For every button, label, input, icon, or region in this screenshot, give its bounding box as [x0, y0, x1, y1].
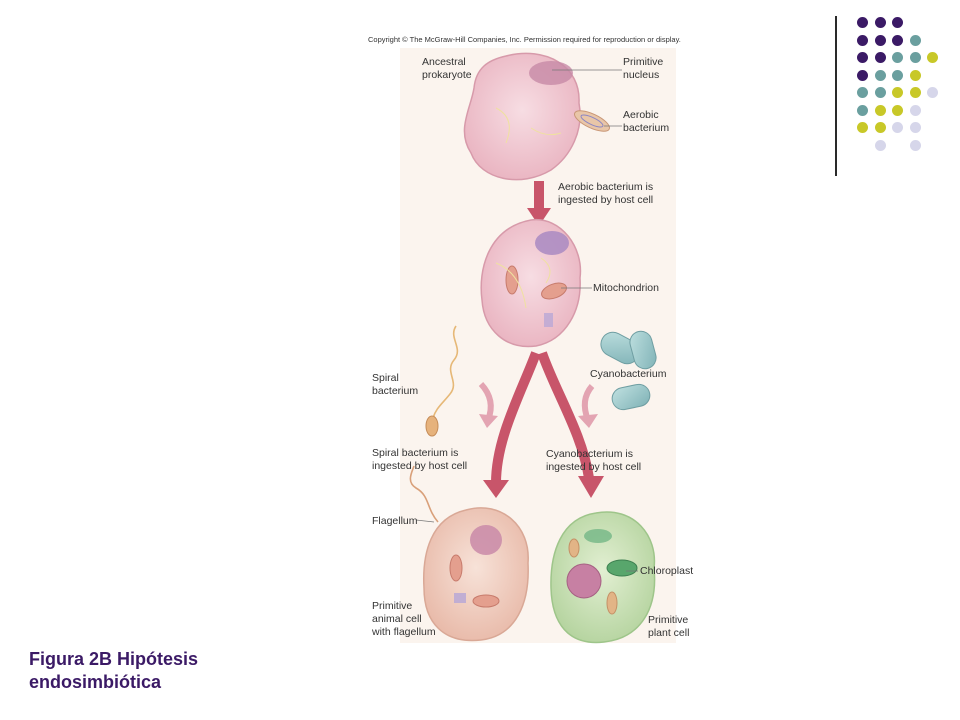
- label-aerobic-bacterium: Aerobic bacterium: [623, 109, 670, 134]
- label-spiral-ingested: Spiral bacterium is ingested by host cel…: [372, 447, 468, 472]
- label-mitochondrion: Mitochondrion: [593, 282, 659, 294]
- cyanobacterium-shape-3: [611, 383, 651, 411]
- divider-line: [835, 16, 837, 176]
- arrow-ingestion-shaft-1: [534, 181, 544, 211]
- label-cyanobacterium: Cyanobacterium: [590, 368, 667, 380]
- decorative-dot: [874, 122, 886, 133]
- decorative-dot: [892, 69, 903, 81]
- decorative-dot: [909, 87, 921, 98]
- arrow-to-plant-cell-head: [578, 476, 604, 498]
- decorative-dot: [909, 104, 921, 116]
- decorative-dot: [874, 69, 886, 81]
- decorative-dot: [892, 34, 903, 46]
- copyright-notice: Copyright © The McGraw-Hill Companies, I…: [368, 35, 681, 44]
- decorative-dot: [874, 52, 886, 63]
- decorative-dot: [892, 52, 903, 63]
- decorative-dot: [892, 104, 903, 116]
- primitive-animal-cell: [422, 507, 529, 642]
- chloroplast-shape: [606, 559, 638, 577]
- decorative-dot: [927, 52, 938, 63]
- decorative-dot: [909, 122, 921, 133]
- label-spiral-bacterium: Spiral bacterium: [372, 372, 419, 397]
- arrow-to-plant-cell: [537, 351, 594, 479]
- label-ancestral-prokaryote: Ancestral prokaryote: [422, 56, 472, 81]
- decorative-dot: [857, 34, 868, 46]
- decorative-dot: [909, 52, 921, 63]
- arrow-to-animal-cell-head: [483, 480, 509, 498]
- spiral-bacterium-shape: [425, 415, 439, 437]
- aerobic-bacterium-shape: [574, 110, 610, 132]
- flagellum-shape: [409, 465, 439, 523]
- label-cyano-ingested: Cyanobacterium is ingested by host cell: [546, 448, 642, 473]
- decorative-dot: [874, 34, 886, 46]
- figure-caption: Figura 2B Hipótesis endosimbiótica: [29, 648, 198, 694]
- decorative-dot: [874, 139, 886, 151]
- spiral-bacterium-flagellum: [432, 325, 459, 419]
- label-chloroplast: Chloroplast: [640, 565, 694, 577]
- decorative-dot: [892, 17, 903, 28]
- decorative-dot: [857, 104, 868, 116]
- cyanobacterium-shape-2: [629, 330, 657, 370]
- decorative-dot: [909, 139, 921, 151]
- decorative-dot: [857, 52, 868, 63]
- label-primitive-nucleus: Primitive nucleus: [623, 56, 664, 81]
- label-animal-cell: Primitive animal cell with flagellum: [372, 600, 436, 638]
- caption-text: Figura 2B Hipótesis endosimbiótica: [29, 649, 199, 692]
- endosymbiosis-diagram: Ancestral prokaryote Primitive nucleus A…: [356, 48, 714, 648]
- arrow-to-animal-cell: [491, 351, 541, 484]
- decorative-dot: [874, 104, 886, 116]
- label-flagellum: Flagellum: [372, 515, 418, 527]
- decorative-dot: [857, 17, 868, 28]
- mitochondrion-shape: [541, 282, 567, 300]
- decorative-dot: [927, 87, 938, 98]
- decorative-dot: [909, 34, 921, 46]
- decorative-dot: [857, 87, 868, 98]
- decorative-dot: [892, 122, 903, 133]
- diagram-illustration: [409, 52, 657, 644]
- decorative-dot: [874, 17, 886, 28]
- decorative-dot: [909, 69, 921, 81]
- primitive-nucleus-shape: [529, 61, 573, 85]
- decorative-dot: [874, 87, 886, 98]
- decorative-dot: [857, 69, 868, 81]
- decorative-dot: [857, 122, 868, 133]
- arrow-ingestion-head-1: [527, 208, 551, 226]
- decorative-dot: [892, 87, 903, 98]
- label-aerobic-ingested: Aerobic bacterium is ingested by host ce…: [558, 181, 654, 206]
- label-plant-cell: Primitive plant cell: [648, 614, 690, 639]
